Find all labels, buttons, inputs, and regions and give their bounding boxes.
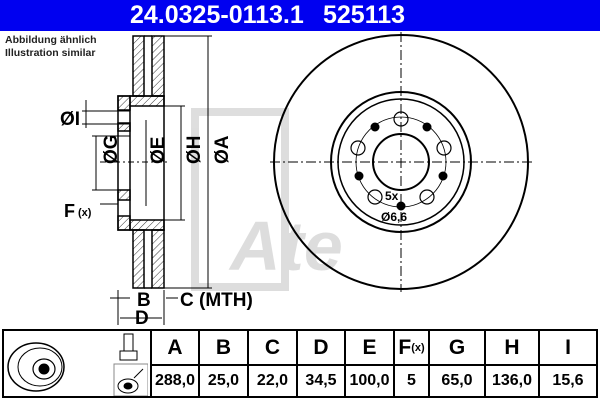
bolt-icon	[119, 333, 138, 361]
label-d: D	[135, 308, 149, 329]
disc-front-view	[270, 32, 535, 292]
illustration-note: Abbildung ähnlich Illustration similar	[5, 34, 97, 60]
bolt-diameter: Ø6,6	[381, 210, 407, 224]
label-dia-g: ØG	[101, 134, 122, 164]
label-f: F	[64, 201, 75, 221]
mounting-hint-icon	[113, 363, 149, 397]
label-dia-e: ØE	[148, 137, 169, 164]
label-b: B	[137, 290, 151, 311]
dimension-lines	[82, 35, 212, 325]
label-c: C (MTH)	[180, 290, 253, 311]
svg-text:Ate: Ate	[228, 207, 343, 285]
label-dia-i: ØI	[60, 109, 80, 130]
bolt-count: 5x	[385, 189, 399, 203]
product-images	[4, 331, 152, 397]
part-number: 24.0325-0113.1	[130, 1, 304, 29]
note-line-en: Illustration similar	[5, 47, 96, 59]
title-bar: 24.0325-0113.1 525113	[0, 0, 600, 31]
alt-number: 525113	[323, 1, 406, 29]
disc-perspective-icon	[7, 342, 65, 392]
label-dia-a: ØA	[212, 135, 233, 164]
label-dia-h: ØH	[184, 136, 205, 165]
label-f-sub: (x)	[78, 207, 92, 219]
ate-watermark: Ate	[191, 108, 343, 291]
note-line-de: Abbildung ähnlich	[5, 34, 97, 46]
technical-drawing: Ate	[60, 32, 535, 329]
col-f: F(x)5	[395, 331, 430, 396]
disc-cross-section	[117, 35, 165, 289]
